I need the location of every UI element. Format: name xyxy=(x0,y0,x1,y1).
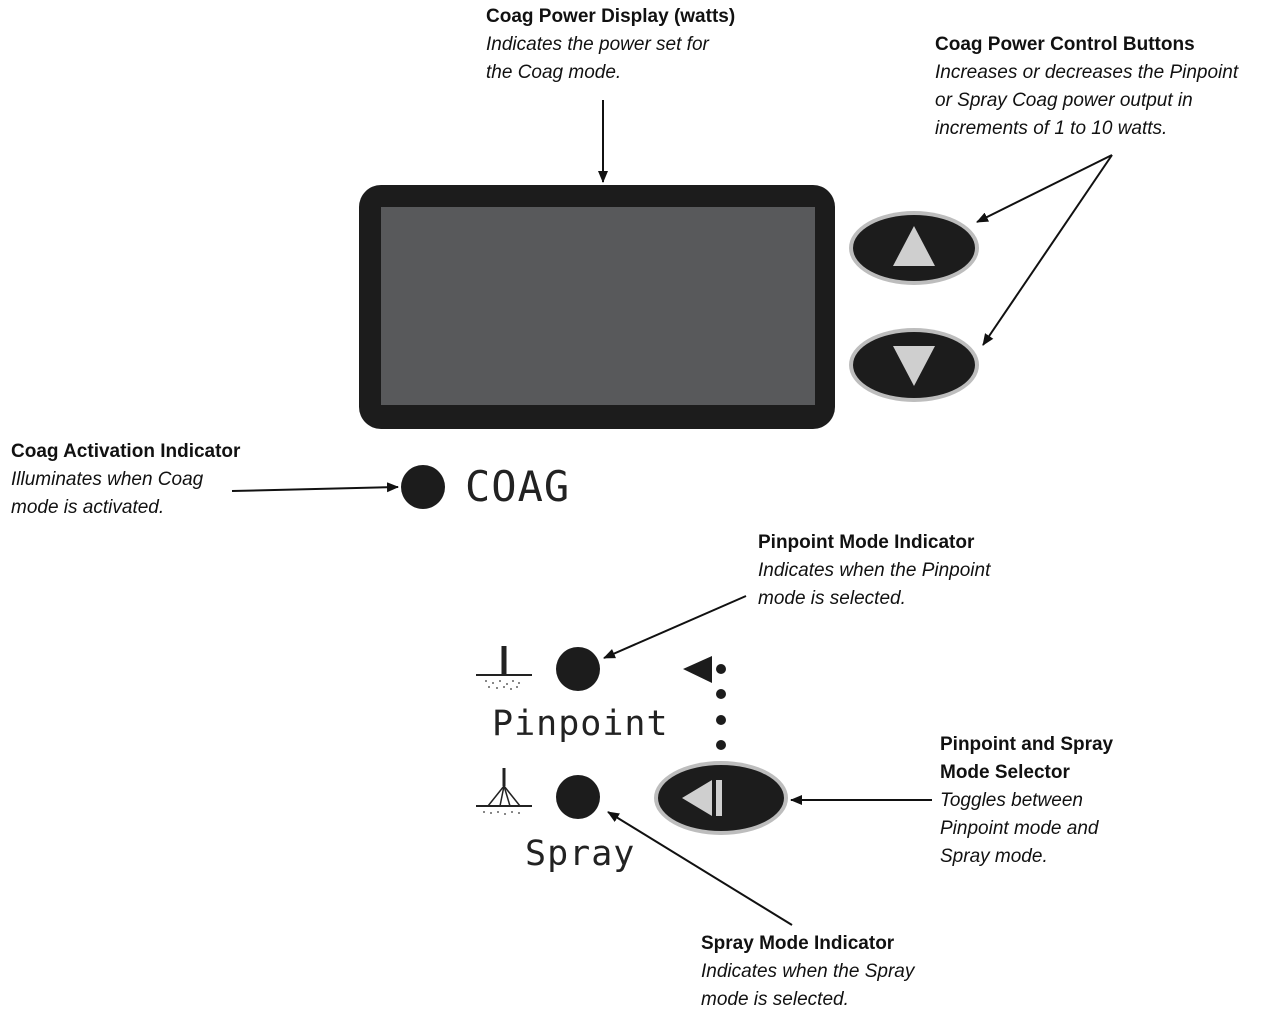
power-down-button[interactable] xyxy=(849,328,979,402)
coag-label: COAG xyxy=(465,462,571,511)
mode-selector-button[interactable] xyxy=(654,761,788,835)
toggle-left-icon xyxy=(682,780,722,816)
callout-desc: Increases or decreases the Pinpoint or S… xyxy=(935,62,1239,139)
triangle-down-icon xyxy=(893,346,935,386)
pinpoint-label: Pinpoint xyxy=(492,704,669,744)
spray-electrode-icon xyxy=(476,768,532,815)
arrow-down-button xyxy=(982,154,1113,346)
callout-title: Coag Power Display (watts) xyxy=(486,6,736,27)
mode-guide-dots xyxy=(683,656,726,750)
callout-title: Pinpoint and Spray Mode Selector xyxy=(940,734,1114,783)
callout-desc: Indicates when the Spray mode is selecte… xyxy=(701,961,915,1010)
spray-label: Spray xyxy=(525,834,636,874)
pinpoint-mode-indicator xyxy=(556,647,600,691)
callout-title: Pinpoint Mode Indicator xyxy=(758,532,975,553)
coag-power-display xyxy=(359,185,835,429)
callout-desc: Illuminates when Coag mode is activated. xyxy=(11,469,204,518)
callout-title: Coag Activation Indicator xyxy=(11,441,241,462)
callout-desc: Indicates when the Pinpoint mode is sele… xyxy=(758,560,991,609)
arrow-pinpoint xyxy=(603,595,747,659)
triangle-up-icon xyxy=(893,226,935,266)
pinpoint-electrode-icon xyxy=(476,646,532,690)
callout-title: Coag Power Control Buttons xyxy=(935,34,1195,55)
callout-spray: Spray Mode Indicator Indicates when the … xyxy=(701,930,914,1014)
arrow-spray xyxy=(607,811,793,926)
spray-mode-indicator xyxy=(556,775,600,819)
callout-desc: Indicates the power set for the Coag mod… xyxy=(486,34,709,83)
callout-title: Spray Mode Indicator xyxy=(701,933,895,954)
arrow-up-button xyxy=(976,154,1113,223)
callout-buttons: Coag Power Control Buttons Increases or … xyxy=(935,31,1238,143)
power-up-button[interactable] xyxy=(849,211,979,285)
display-screen xyxy=(381,207,815,405)
callout-activation: Coag Activation Indicator Illuminates wh… xyxy=(11,438,240,522)
callout-arrows xyxy=(231,100,1113,926)
coag-activation-indicator xyxy=(401,465,445,509)
callout-selector: Pinpoint and Spray Mode Selector Toggles… xyxy=(940,731,1113,871)
callout-desc: Toggles between Pinpoint mode and Spray … xyxy=(940,790,1099,867)
callout-display: Coag Power Display (watts) Indicates the… xyxy=(486,3,735,87)
arrow-activation xyxy=(231,482,399,493)
callout-pinpoint: Pinpoint Mode Indicator Indicates when t… xyxy=(758,529,990,613)
